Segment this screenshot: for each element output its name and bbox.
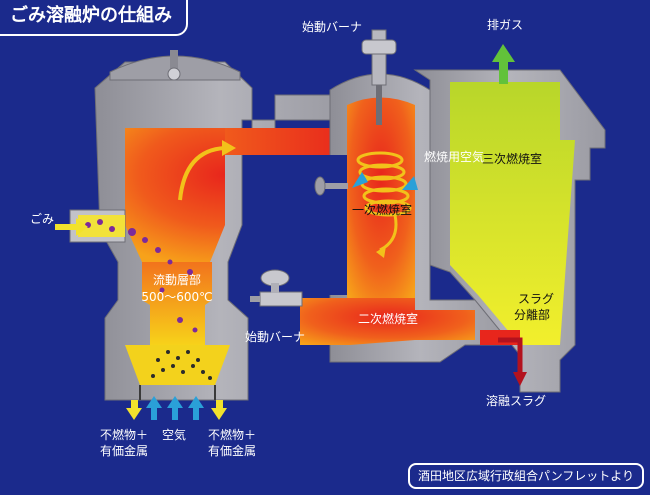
molten-slag-arrow bbox=[498, 337, 527, 386]
air-input-label: 空気 bbox=[162, 428, 187, 442]
slag-separator-label-line2: 分離部 bbox=[514, 308, 551, 322]
bed-cone bbox=[125, 345, 230, 385]
secondary-chamber-fire bbox=[300, 298, 475, 345]
top-burner bbox=[361, 29, 397, 125]
incombustibles-left-line1: 不燃物＋ bbox=[100, 428, 149, 442]
incombustibles-left-line2: 有価金属 bbox=[100, 444, 149, 458]
waste-input-arrow bbox=[55, 218, 88, 236]
waste-input-label: ごみ bbox=[30, 212, 55, 226]
top-burner-label: 始動バーナ bbox=[302, 20, 363, 34]
incombustibles-arrow-right bbox=[211, 400, 227, 420]
bed-temperature-label: 500～600℃ bbox=[141, 290, 213, 304]
bed-particles bbox=[151, 350, 212, 380]
fluidized-bed-label: 流動層部 bbox=[152, 273, 201, 287]
upper-fire-zone bbox=[125, 128, 345, 262]
air-arrows bbox=[146, 396, 204, 420]
tertiary-chamber-label: 三次燃焼室 bbox=[482, 152, 543, 166]
air-nozzle bbox=[314, 176, 348, 196]
flow-arrow bbox=[178, 146, 226, 201]
secondary-chamber-label: 二次燃焼室 bbox=[358, 312, 419, 326]
combustion-air-arrows bbox=[352, 172, 418, 190]
page-title: ごみ溶融炉の仕組み bbox=[0, 0, 188, 36]
source-credit: 酒田地区広域行政組合パンフレットより bbox=[407, 463, 644, 489]
side-burner bbox=[250, 269, 303, 307]
molten-slag-label: 溶融スラグ bbox=[486, 394, 547, 408]
side-burner-label: 始動バーナ bbox=[245, 330, 306, 344]
exhaust-arrow bbox=[492, 44, 515, 84]
primary-chamber-label: 一次燃焼室 bbox=[352, 203, 413, 217]
waste-particles bbox=[155, 247, 198, 333]
connecting-duct bbox=[225, 128, 350, 155]
exhaust-gas-label: 排ガス bbox=[487, 18, 524, 32]
waste-feed-pipe bbox=[69, 209, 148, 243]
slag-separator-label-line1: スラグ bbox=[518, 292, 555, 306]
incombustibles-right-line1: 不燃物＋ bbox=[208, 428, 257, 442]
tertiary-chamber bbox=[413, 69, 606, 393]
incombustibles-right-line2: 有価金属 bbox=[208, 444, 257, 458]
fluidized-bed-zone bbox=[142, 262, 212, 345]
incombustibles-arrow-left bbox=[126, 400, 142, 420]
combustion-air-label: 燃焼用空気 bbox=[424, 150, 485, 164]
primary-chamber-fire bbox=[347, 97, 415, 298]
